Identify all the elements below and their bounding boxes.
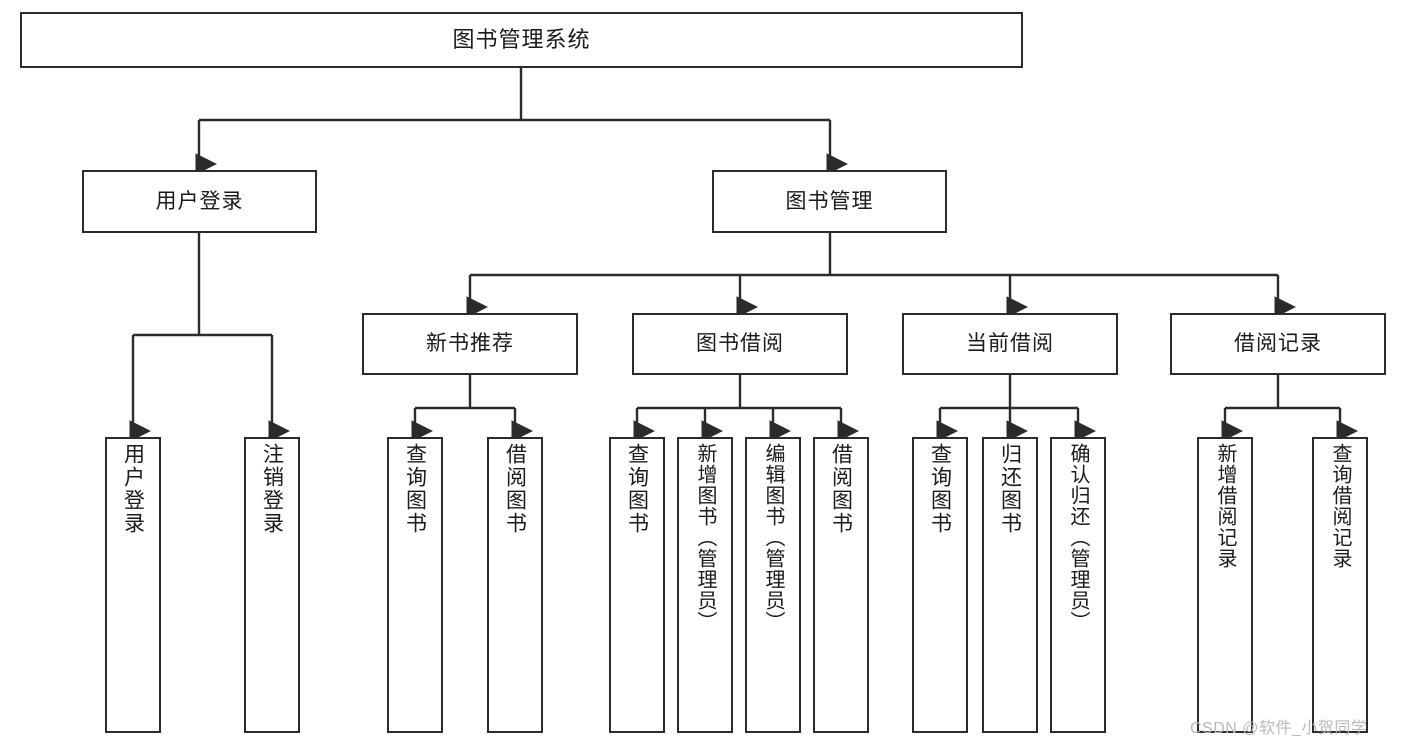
leaf-borrow-book-recommend[interactable]: 借阅图书 (487, 437, 543, 733)
node-label: 图书管理 (785, 189, 874, 213)
node-label: 查询借阅记录 (1329, 443, 1351, 569)
node-label: 归还图书 (998, 443, 1022, 535)
node-label: 新书推荐 (426, 332, 514, 356)
node-user-login[interactable]: 用户登录 (82, 170, 317, 233)
node-label: 查询图书 (625, 443, 649, 535)
node-label: 图书借阅 (696, 332, 784, 356)
node-label: 编辑图书（管理员） (762, 443, 784, 632)
leaf-query-book-current[interactable]: 查询图书 (912, 437, 968, 733)
leaf-add-borrow-record[interactable]: 新增借阅记录 (1197, 437, 1253, 733)
leaf-borrow-book[interactable]: 借阅图书 (813, 437, 869, 733)
csdn-watermark: CSDN @软件_小贺同学 (1190, 720, 1368, 737)
leaf-confirm-return-admin[interactable]: 确认归还（管理员） (1050, 437, 1106, 733)
leaf-query-book-recommend[interactable]: 查询图书 (387, 437, 443, 733)
leaf-edit-book-admin[interactable]: 编辑图书（管理员） (745, 437, 801, 733)
leaf-query-book-borrow[interactable]: 查询图书 (609, 437, 665, 733)
node-new-book-recommend[interactable]: 新书推荐 (362, 313, 578, 375)
node-label: 用户登录 (121, 443, 145, 535)
leaf-user-login[interactable]: 用户登录 (105, 437, 161, 733)
node-label: 图书管理系统 (452, 26, 591, 52)
node-label: 借阅记录 (1234, 332, 1322, 356)
node-borrow-record[interactable]: 借阅记录 (1170, 313, 1386, 375)
node-book-borrow[interactable]: 图书借阅 (632, 313, 848, 375)
node-label: 当前借阅 (966, 332, 1054, 356)
node-label: 借阅图书 (829, 443, 853, 535)
node-label: 注销登录 (260, 443, 284, 535)
node-label: 新增图书（管理员） (694, 443, 716, 632)
leaf-logout[interactable]: 注销登录 (244, 437, 300, 733)
node-label: 确认归还（管理员） (1067, 443, 1089, 632)
node-book-management[interactable]: 图书管理 (712, 170, 947, 233)
node-label: 新增借阅记录 (1214, 443, 1236, 569)
leaf-return-book[interactable]: 归还图书 (982, 437, 1038, 733)
node-label: 用户登录 (155, 189, 244, 213)
node-label: 查询图书 (928, 443, 952, 535)
node-current-borrow[interactable]: 当前借阅 (902, 313, 1118, 375)
node-label: 借阅图书 (503, 443, 527, 535)
node-label: 查询图书 (403, 443, 427, 535)
leaf-add-book-admin[interactable]: 新增图书（管理员） (677, 437, 733, 733)
node-root-system[interactable]: 图书管理系统 (20, 12, 1023, 68)
leaf-query-borrow-record[interactable]: 查询借阅记录 (1312, 437, 1368, 733)
